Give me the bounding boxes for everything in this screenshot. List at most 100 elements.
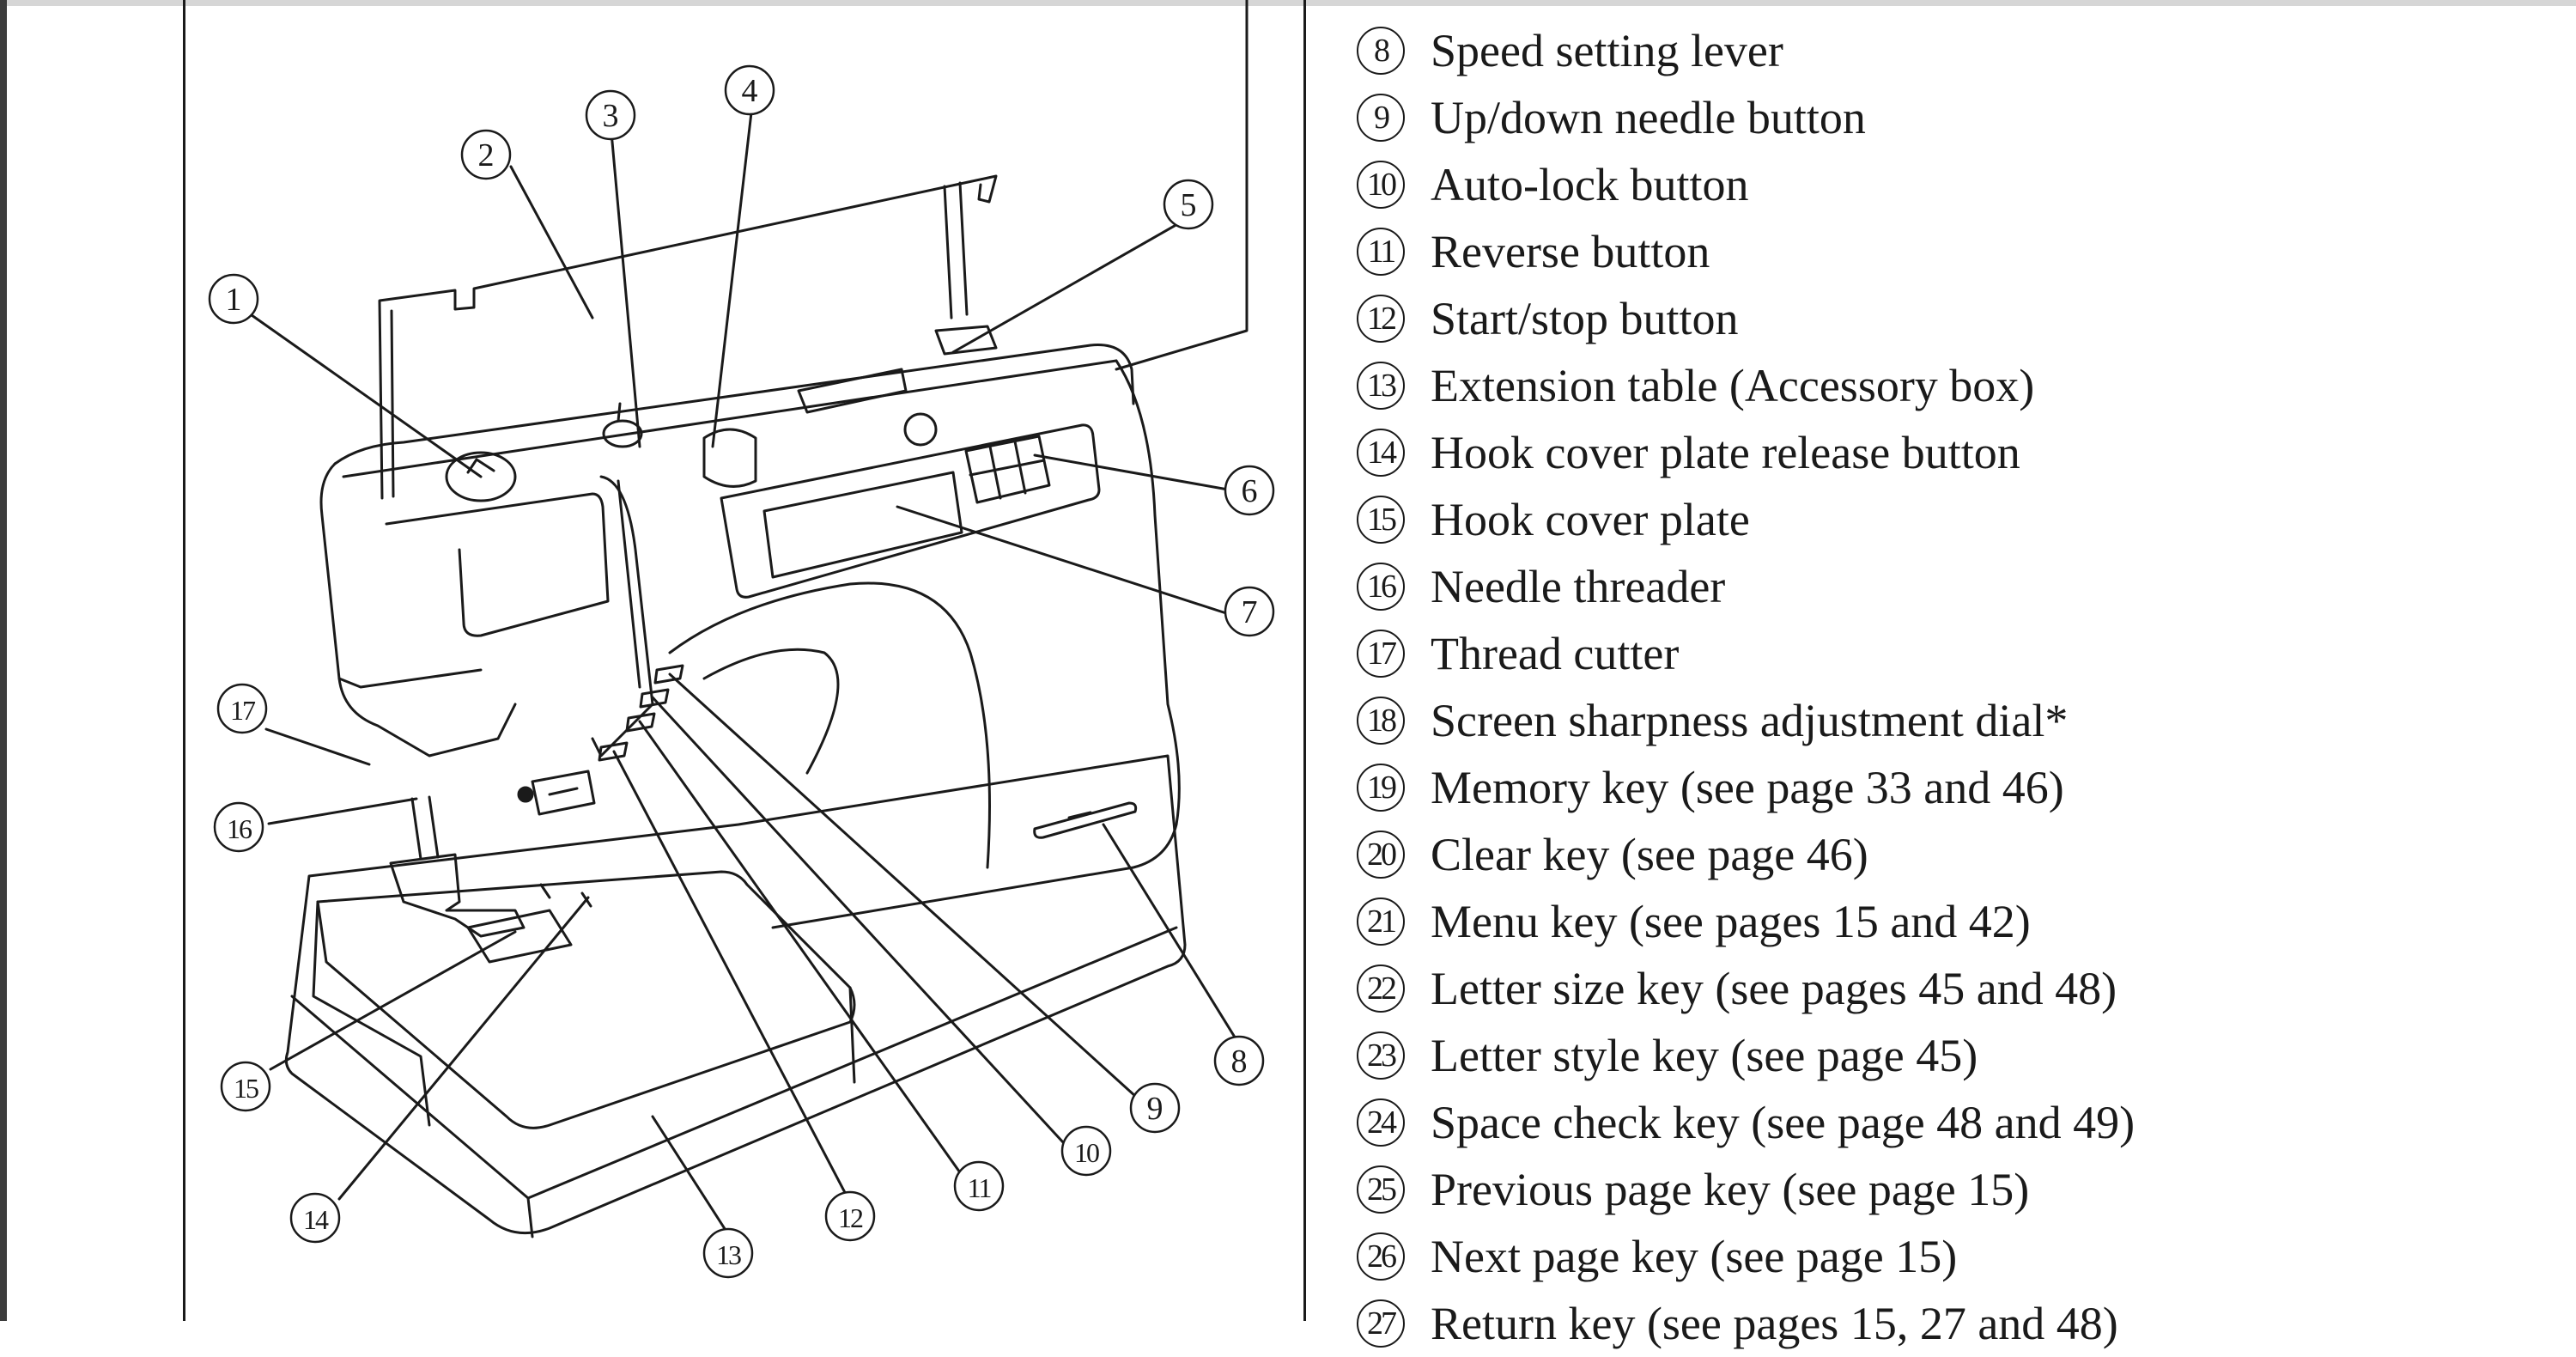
part-number-badge: 27 <box>1357 1299 1405 1348</box>
part-label: Previous page key (see page 15) <box>1431 1164 2030 1215</box>
callout-12 <box>824 1190 876 1242</box>
callout-11 <box>953 1160 1005 1212</box>
part-number-badge: 21 <box>1357 898 1405 946</box>
callout-9 <box>1129 1082 1181 1134</box>
callout-14 <box>289 1192 341 1244</box>
callout-9-label: 9 <box>1147 1091 1163 1127</box>
part-label: Screen sharpness adjustment dial* <box>1431 695 2069 746</box>
callout-15 <box>220 1061 271 1112</box>
list-item: 8 Speed setting lever <box>1357 17 1783 84</box>
callout-3 <box>585 89 636 141</box>
part-number-badge: 16 <box>1357 563 1405 611</box>
part-label: Menu key (see pages 15 and 42) <box>1431 896 2031 947</box>
part-label: Clear key (see page 46) <box>1431 829 1868 880</box>
callout-2 <box>460 129 512 180</box>
list-item: 11 Reverse button <box>1357 218 1710 285</box>
sewing-machine-drawing <box>244 0 1249 1238</box>
callout-10 <box>1060 1125 1112 1177</box>
list-item: 12 Start/stop button <box>1357 285 1739 352</box>
callout-13-label: 13 <box>716 1239 741 1270</box>
list-item: 26 Next page key (see page 15) <box>1357 1223 1957 1290</box>
callout-4-label: 4 <box>742 73 758 109</box>
part-number-badge: 19 <box>1357 764 1405 812</box>
list-item: 22 Letter size key (see pages 45 and 48) <box>1357 955 2117 1022</box>
part-label: Letter style key (see page 45) <box>1431 1030 1978 1081</box>
part-number-badge: 8 <box>1357 27 1405 75</box>
callout-8-label: 8 <box>1231 1044 1248 1080</box>
part-label: Reverse button <box>1431 226 1710 277</box>
list-item: 15 Hook cover plate <box>1357 486 1750 553</box>
list-item: 14 Hook cover plate release button <box>1357 419 2020 486</box>
list-item: 25 Previous page key (see page 15) <box>1357 1156 2029 1223</box>
callout-1-label: 1 <box>226 282 242 318</box>
list-item: 23 Letter style key (see page 45) <box>1357 1022 1978 1089</box>
list-item: 16 Needle threader <box>1357 553 1725 620</box>
part-number-badge: 13 <box>1357 362 1405 410</box>
callout-5-label: 5 <box>1181 187 1197 223</box>
list-item: 21 Menu key (see pages 15 and 42) <box>1357 888 2031 955</box>
part-number-badge: 15 <box>1357 496 1405 544</box>
callout-5 <box>1163 179 1214 230</box>
part-label: Extension table (Accessory box) <box>1431 360 2035 411</box>
list-item: 9 Up/down needle button <box>1357 84 1866 151</box>
part-number-badge: 12 <box>1357 295 1405 343</box>
part-number-badge: 17 <box>1357 630 1405 678</box>
part-label: Thread cutter <box>1431 628 1680 679</box>
part-number-badge: 11 <box>1357 228 1405 276</box>
list-item: 20 Clear key (see page 46) <box>1357 821 1868 888</box>
list-item: 24 Space check key (see page 48 and 49) <box>1357 1089 2135 1156</box>
callout-1 <box>208 273 259 325</box>
callout-15-label: 15 <box>234 1073 258 1104</box>
left-column-rule <box>183 0 185 1321</box>
callout-16 <box>213 801 264 853</box>
part-label: Memory key (see page 33 and 46) <box>1431 762 2064 813</box>
part-label: Speed setting lever <box>1431 25 1783 76</box>
list-item: 19 Memory key (see page 33 and 46) <box>1357 754 2064 821</box>
list-item: 18 Screen sharpness adjustment dial* <box>1357 687 2068 754</box>
list-item: 13 Extension table (Accessory box) <box>1357 352 2034 419</box>
sewing-machine-diagram: 1 2 3 4 5 6 7 8 9 10 11 12 13 14 15 16 1… <box>208 0 1275 1279</box>
list-item: 17 Thread cutter <box>1357 620 1679 687</box>
part-label: Letter size key (see pages 45 and 48) <box>1431 963 2117 1014</box>
part-label: Next page key (see page 15) <box>1431 1231 1958 1282</box>
part-number-badge: 24 <box>1357 1098 1405 1147</box>
part-number-badge: 9 <box>1357 94 1405 142</box>
part-number-badge: 26 <box>1357 1232 1405 1281</box>
callout-3-label: 3 <box>603 98 619 134</box>
callout-6 <box>1224 465 1275 516</box>
diagram-callouts: 1 2 3 4 5 6 7 8 9 10 11 12 13 14 15 16 1… <box>208 64 1275 1279</box>
part-number-badge: 25 <box>1357 1165 1405 1214</box>
list-item: 27 Return key (see pages 15, 27 and 48) <box>1357 1290 2118 1357</box>
part-label: Return key (see pages 15, 27 and 48) <box>1431 1298 2118 1349</box>
part-label: Up/down needle button <box>1431 92 1866 143</box>
part-number-badge: 20 <box>1357 831 1405 879</box>
callout-10-label: 10 <box>1074 1137 1099 1168</box>
part-label: Hook cover plate release button <box>1431 427 2020 478</box>
callout-14-label: 14 <box>303 1204 329 1235</box>
part-number-badge: 10 <box>1357 161 1405 209</box>
callout-2-label: 2 <box>478 137 495 173</box>
callout-8 <box>1213 1035 1265 1086</box>
page-top-edge <box>0 0 2576 6</box>
part-label: Auto-lock button <box>1431 159 1749 210</box>
part-number-badge: 14 <box>1357 429 1405 477</box>
callout-12-label: 12 <box>838 1202 863 1233</box>
part-label: Start/stop button <box>1431 293 1739 344</box>
list-item: 10 Auto-lock button <box>1357 151 1748 218</box>
part-number-badge: 18 <box>1357 697 1405 745</box>
part-label: Hook cover plate <box>1431 494 1750 545</box>
part-label: Space check key (see page 48 and 49) <box>1431 1097 2136 1148</box>
callout-7 <box>1224 586 1275 637</box>
callout-6-label: 6 <box>1242 473 1258 509</box>
callout-17-label: 17 <box>230 695 256 726</box>
callout-7-label: 7 <box>1242 594 1258 630</box>
callout-4 <box>724 64 775 116</box>
part-number-badge: 23 <box>1357 1031 1405 1080</box>
callout-17 <box>216 683 268 734</box>
center-column-rule <box>1303 0 1306 1321</box>
part-number-badge: 22 <box>1357 965 1405 1013</box>
viewer-left-border <box>0 0 7 1321</box>
callout-13 <box>702 1227 754 1279</box>
callout-11-label: 11 <box>968 1172 992 1203</box>
part-label: Needle threader <box>1431 561 1726 612</box>
